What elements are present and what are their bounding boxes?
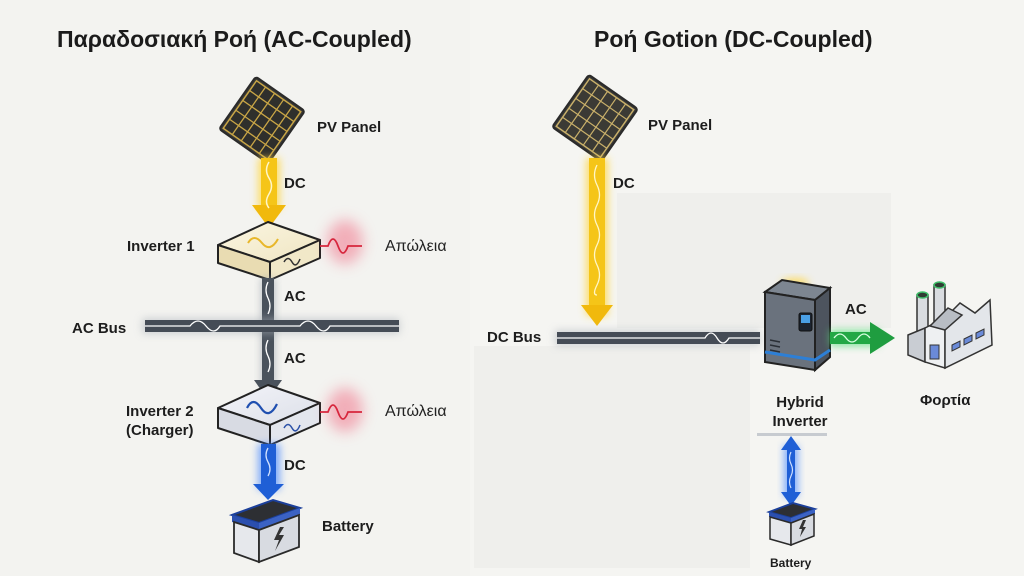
- ac-bus-line: [142, 318, 400, 334]
- loss-label-1: Απώλεια: [385, 238, 447, 255]
- loss-heat-icon-1: [320, 220, 363, 264]
- inverter-1-label: Inverter 1: [127, 238, 195, 255]
- ac-flow-line-vertical: [254, 278, 282, 400]
- ac-bus-label: AC Bus: [72, 320, 127, 337]
- inverter-2-charger-icon: [217, 384, 321, 446]
- dc-bus-label: DC Bus: [487, 329, 542, 346]
- ac-label-1: AC: [284, 288, 306, 305]
- ac-coupled-title: Παραδοσιακή Ροή (AC-Coupled): [57, 26, 412, 52]
- dc-label-top-left: DC: [284, 175, 306, 192]
- bidirectional-dc-arrow-battery: [757, 433, 827, 506]
- dc-flow-arrow-pv-to-dc-bus: [581, 158, 613, 326]
- battery-icon-left: [228, 498, 304, 564]
- inverter-2-label-line1: Inverter 2: [126, 403, 194, 420]
- factory-loads-icon: [907, 281, 993, 370]
- ac-flow-arrow-to-loads: [830, 322, 895, 354]
- pv-panel-label-right: PV Panel: [648, 117, 713, 134]
- blank-region-lower: [474, 346, 750, 568]
- blank-region-middle: [683, 280, 743, 328]
- inverter-1-icon: [217, 221, 321, 281]
- dc-bus-line: [555, 330, 760, 346]
- hybrid-label-line1: Hybrid: [776, 394, 824, 411]
- dc-coupled-title: Ροή Gotion (DC-Coupled): [594, 26, 873, 52]
- hybrid-inverter-label: Hybrid Inverter: [760, 393, 840, 431]
- dc-flow-arrow-to-battery: [253, 444, 284, 500]
- inverter-2-label: Inverter 2 (Charger): [126, 402, 194, 440]
- loads-label: Φορτία: [920, 392, 971, 409]
- blank-region-upper: [617, 193, 891, 328]
- pv-panel-label-left: PV Panel: [317, 119, 382, 136]
- dc-flow-arrow-pv-to-inverter1: [252, 158, 286, 228]
- pv-panel-icon-left: [219, 76, 305, 164]
- hybrid-inverter-icon: [762, 278, 833, 373]
- loss-label-2: Απώλεια: [385, 403, 447, 420]
- battery-label-right: Battery: [770, 556, 812, 570]
- inverter-2-label-line2: (Charger): [126, 422, 194, 439]
- ac-label-right: AC: [845, 301, 867, 318]
- loss-heat-icon-2: [320, 388, 363, 432]
- hybrid-label-line2: Inverter: [772, 413, 828, 430]
- battery-label-left: Battery: [322, 518, 374, 535]
- dc-label-bottom-left: DC: [284, 457, 306, 474]
- ac-coupled-panel: [0, 0, 470, 576]
- dc-label-right: DC: [613, 175, 635, 192]
- pv-panel-icon-right: [552, 74, 638, 162]
- battery-icon-right: [766, 502, 818, 547]
- ac-label-2: AC: [284, 350, 306, 367]
